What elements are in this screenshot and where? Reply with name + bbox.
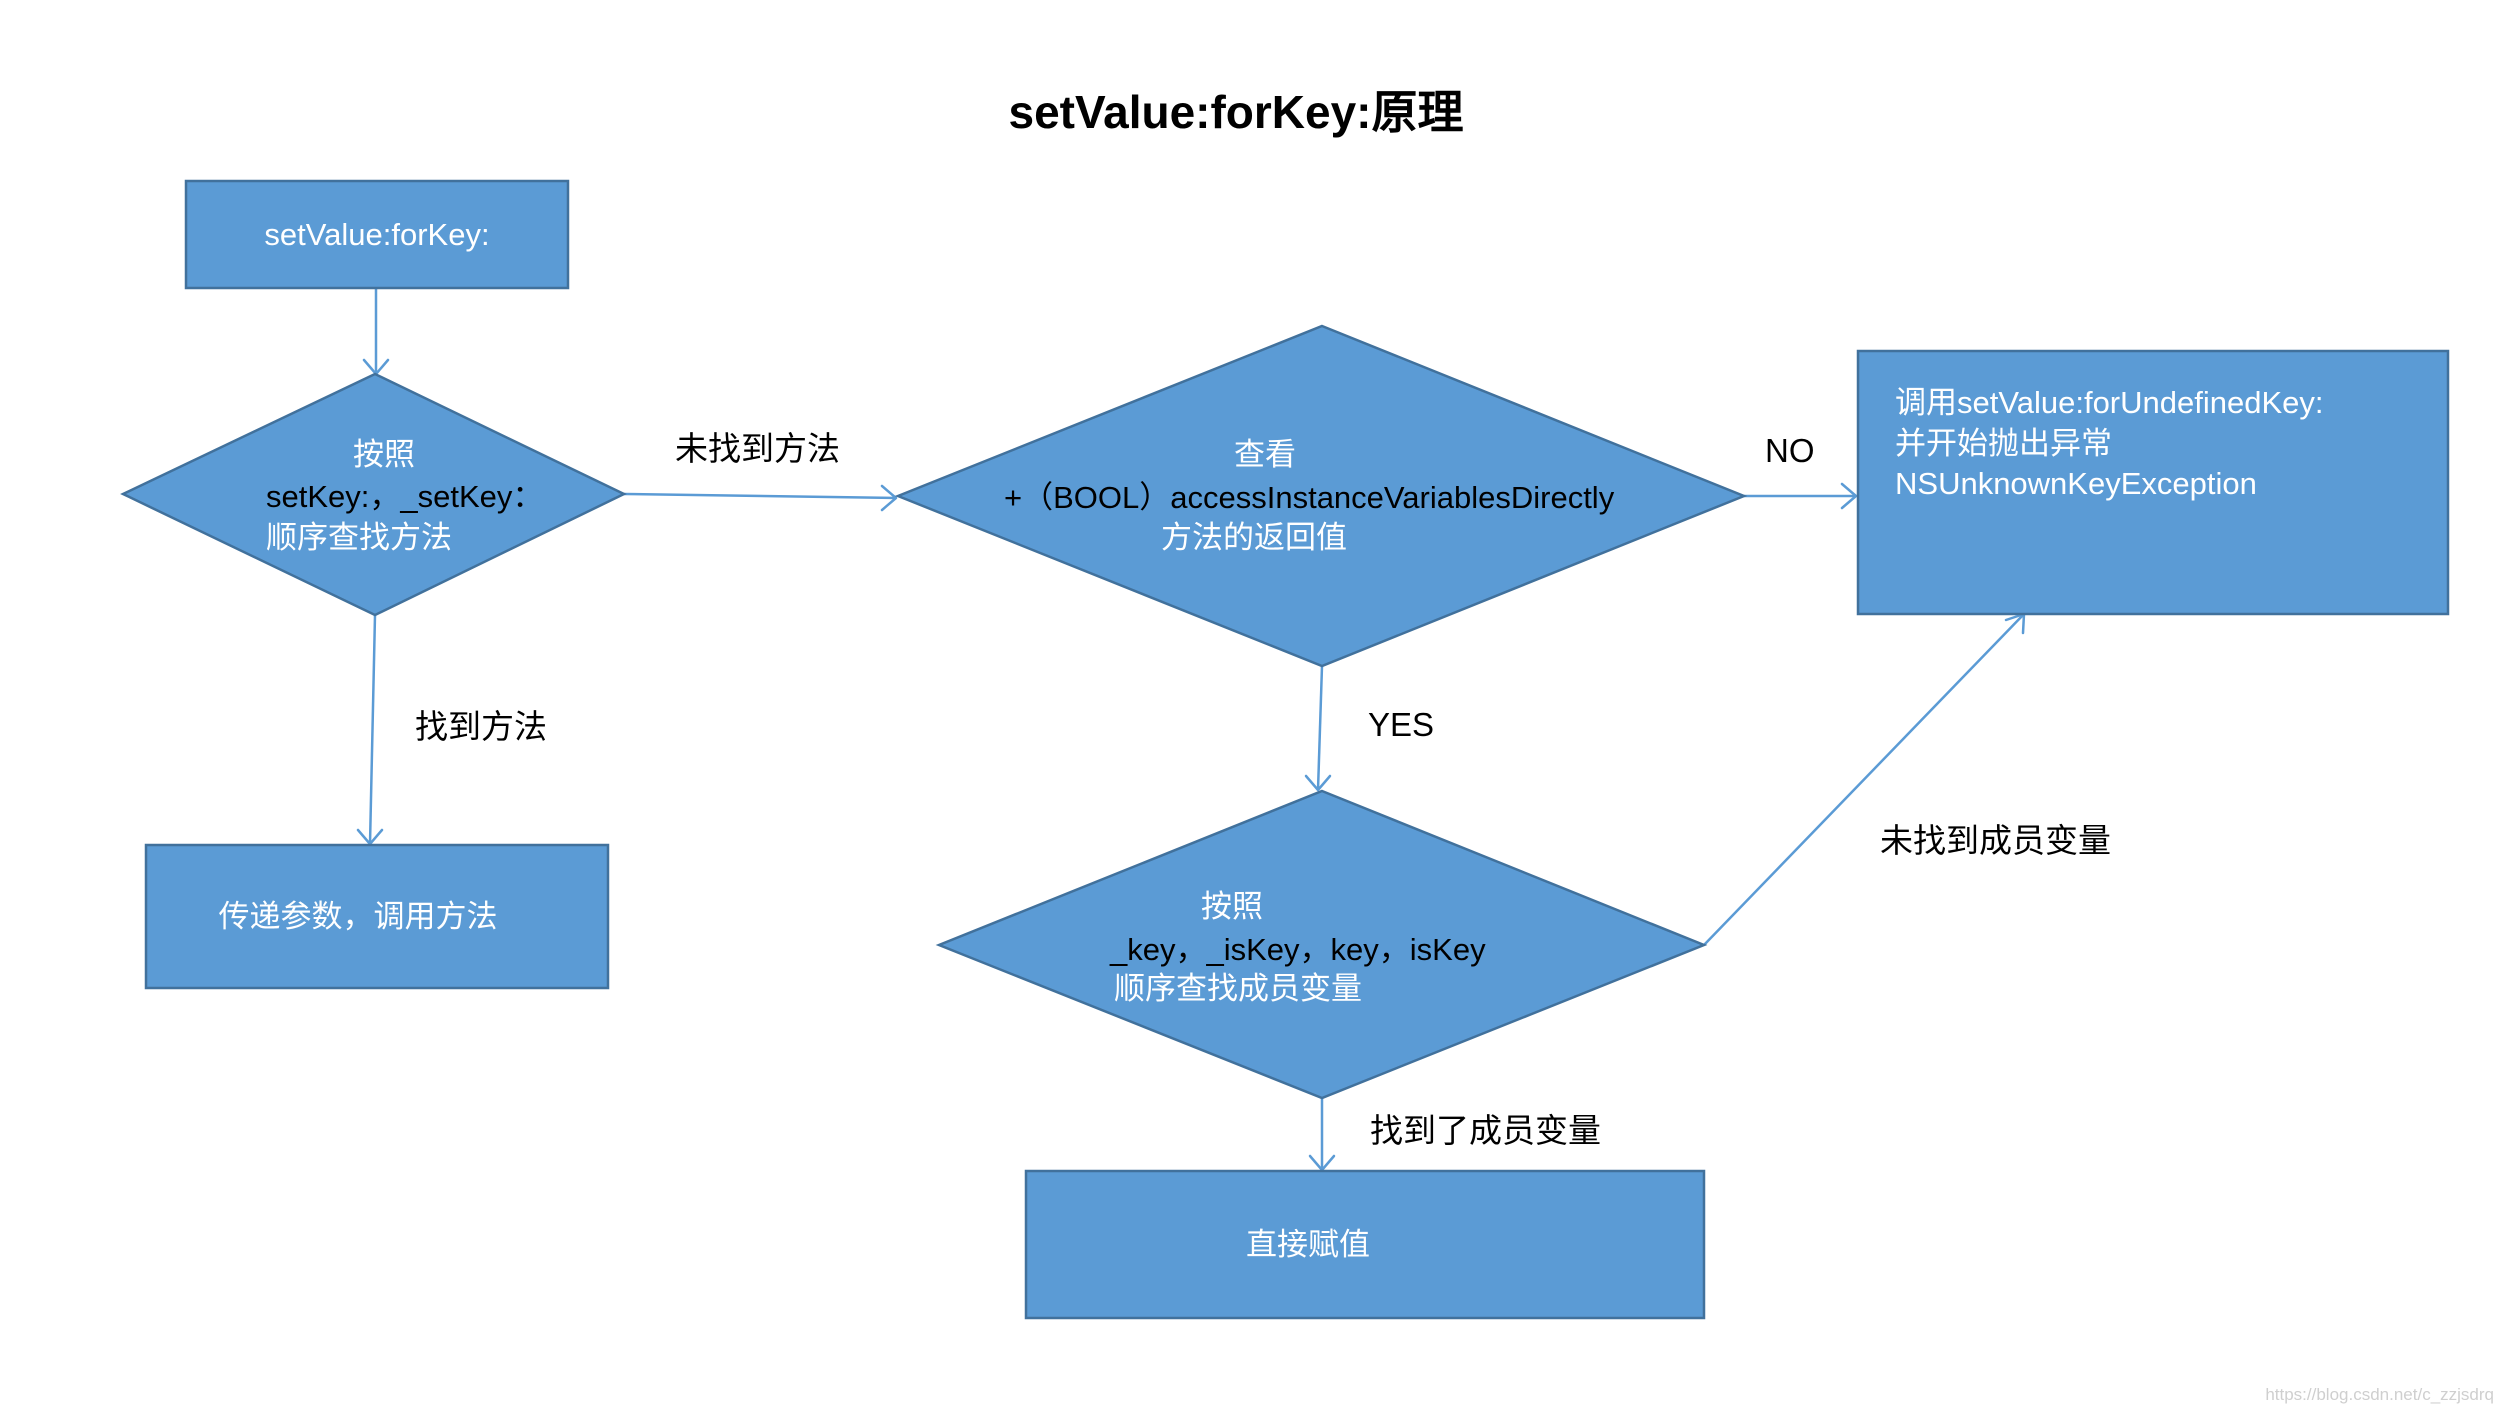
edge-label-yes: YES: [1368, 706, 1434, 743]
node-check-setter[interactable]: 按照 setKey:，_setKey： 顺序查找方法: [120, 372, 627, 617]
edge-label-no: NO: [1765, 432, 1815, 469]
edge-label-found-ivar: 找到了成员变量: [1370, 1112, 1601, 1149]
node-undefined-key-line-2: 并开始抛出异常: [1895, 426, 2112, 461]
node-undefined-key-line-1: 调用setValue:forUndefinedKey:: [1895, 385, 2324, 420]
edge-check-ivars-to-undefined-key: [1703, 613, 2025, 946]
node-call-method-line-1: 传递参数，调用方法: [219, 899, 498, 934]
arrowhead-check-access-to-check-ivars: [1304, 774, 1332, 792]
edge-check-setter-to-check-access: [623, 492, 897, 500]
node-assign-line-1: 直接赋值: [1246, 1227, 1370, 1262]
edge-check-setter-to-call-method: [368, 614, 377, 845]
node-check-access-line-1: 查看: [1234, 437, 1296, 472]
watermark: https://blog.csdn.net/c_zzjsdrq: [2265, 1385, 2494, 1404]
node-check-setter-line-2: setKey:，_setKey：: [266, 479, 543, 514]
node-check-access[interactable]: 查看 +（BOOL）accessInstanceVariablesDirectl…: [894, 324, 1748, 668]
node-assign[interactable]: 直接赋值: [1024, 1169, 1706, 1320]
node-undefined-key[interactable]: 调用setValue:forUndefinedKey: 并开始抛出异常 NSUn…: [1856, 349, 2450, 616]
arrowhead-check-access-to-undefined-key: [1840, 482, 1858, 510]
diagram-title: setValue:forKey:原理: [1008, 86, 1463, 138]
node-check-access-line-2: +（BOOL）accessInstanceVariablesDirectly: [1004, 480, 1615, 515]
edge-label-found-method: 找到方法: [415, 708, 547, 745]
node-check-setter-line-1: 按照: [353, 437, 415, 472]
arrowhead-check-setter-to-check-access: [880, 484, 898, 512]
node-undefined-key-line-3: NSUnknownKeyException: [1895, 466, 2257, 501]
edge-label-not-found-ivar: 未找到成员变量: [1880, 822, 2111, 859]
node-start-line-1: setValue:forKey:: [264, 217, 489, 252]
node-check-access-line-3: 方法的返回值: [1161, 520, 1347, 555]
node-check-ivars[interactable]: 按照 _key，_isKey，key，isKey 顺序查找成员变量: [935, 789, 1708, 1100]
edge-label-not-found-method: 未找到方法: [675, 430, 840, 467]
node-call-method[interactable]: 传递参数，调用方法: [144, 843, 610, 990]
node-check-ivars-line-2: _key，_isKey，key，isKey: [1109, 932, 1486, 967]
edge-check-access-to-check-ivars: [1316, 665, 1324, 791]
node-check-ivars-line-3: 顺序查找成员变量: [1114, 971, 1362, 1006]
edges: [356, 288, 2026, 1172]
node-check-setter-line-3: 顺序查找方法: [266, 520, 452, 555]
node-check-ivars-line-1: 按照: [1201, 889, 1263, 924]
node-start[interactable]: setValue:forKey:: [184, 179, 570, 290]
